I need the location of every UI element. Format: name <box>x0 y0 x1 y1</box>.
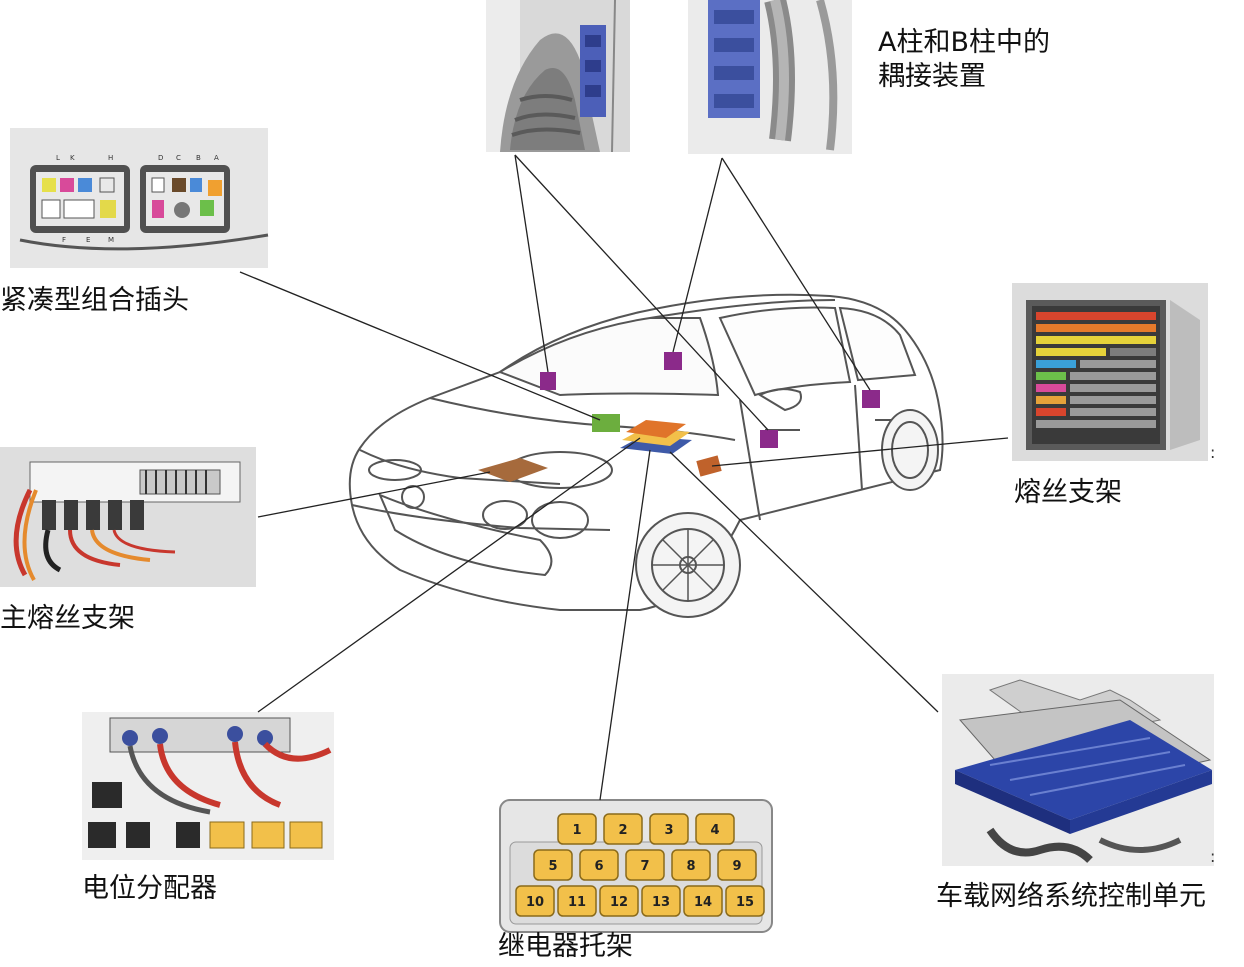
relay-number: 14 <box>694 895 712 910</box>
relay-carrier-label: 继电器托架 <box>498 930 633 964</box>
coupling-marker-b-left <box>760 430 778 448</box>
compact-connector-label: 紧凑型组合插头 <box>0 284 189 318</box>
relay-number: 3 <box>664 823 673 838</box>
relay-number: 9 <box>732 859 741 874</box>
relay-number: 6 <box>594 859 603 874</box>
potential-distributor-photo <box>82 712 334 860</box>
relay-number: 12 <box>610 895 628 910</box>
compact-connector-marker <box>592 414 620 432</box>
relay-number: 1 <box>572 823 581 838</box>
connector-letter: H <box>108 154 113 162</box>
pillar-coupling-label: A柱和B柱中的 耦接装置 <box>878 26 1050 94</box>
fuse-holder-photo <box>1012 283 1208 461</box>
relay-number: 4 <box>710 823 719 838</box>
relay-number: 15 <box>736 895 754 910</box>
connector-letter: K <box>70 154 75 162</box>
relay-number: 2 <box>618 823 627 838</box>
onboard-control-unit-label: 车载网络系统控制单元 <box>936 880 1206 914</box>
potential-distributor-label: 电位分配器 <box>82 872 217 906</box>
svg-text::: : <box>1210 847 1215 866</box>
connector-letter: F <box>62 236 66 244</box>
compact-connector-photo: L K H D C B A F E M <box>10 128 268 268</box>
pillar-coupling-photo-left <box>486 0 630 152</box>
connector-letter: M <box>108 236 114 244</box>
relay-number: 5 <box>548 859 557 874</box>
connector-letter: B <box>196 154 201 162</box>
connector-letter: A <box>214 154 219 162</box>
pillar-coupling-label-line1: A柱和B柱中的 <box>878 26 1050 60</box>
relay-number: 10 <box>526 895 544 910</box>
coupling-marker-a-left <box>540 372 556 390</box>
relay-number: 8 <box>686 859 695 874</box>
coupling-marker-a-right <box>664 352 682 370</box>
connector-letter: E <box>86 236 90 244</box>
connector-letter: C <box>176 154 181 162</box>
main-fuse-holder-photo <box>0 447 256 587</box>
main-fuse-holder-label: 主熔丝支架 <box>0 602 135 636</box>
pillar-coupling-photo-right <box>688 0 852 154</box>
fuse-holder-label: 熔丝支架 <box>1014 476 1122 510</box>
relay-number: 13 <box>652 895 670 910</box>
car-drawing <box>350 295 943 617</box>
coupling-marker-b-right <box>862 390 880 408</box>
relay-number: 7 <box>640 859 649 874</box>
pillar-coupling-label-line2: 耦接装置 <box>878 60 1050 94</box>
relay-number: 11 <box>568 895 586 910</box>
connector-letter: L <box>56 154 60 162</box>
svg-text::: : <box>1210 443 1215 462</box>
control-unit-photo <box>942 674 1214 866</box>
connector-letter: D <box>158 154 163 162</box>
